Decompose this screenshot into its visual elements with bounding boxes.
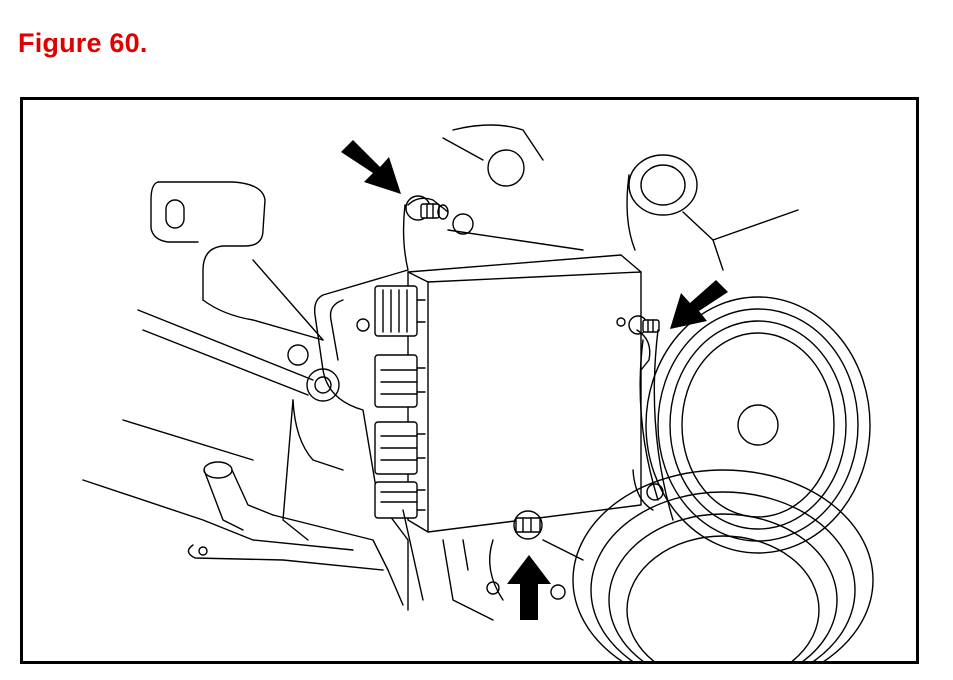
left-rods (82, 259, 354, 551)
connector-3 (374, 421, 426, 475)
callout-arrow-bottom (507, 555, 551, 620)
illustration-frame (20, 97, 919, 664)
callout-arrow-right (670, 280, 728, 329)
bolt-top (405, 195, 474, 235)
connector-2 (374, 354, 426, 408)
connector-1 (374, 285, 426, 337)
connector-4 (374, 481, 426, 519)
upper-left-bracket (150, 181, 324, 341)
mounting-bracket (282, 197, 584, 611)
pulley-lower (572, 469, 874, 661)
pulley-right (632, 296, 871, 554)
figure-title: Figure 60. (18, 28, 148, 58)
bolt-bottom (486, 510, 566, 601)
upper-boss (442, 124, 544, 187)
callout-arrow-top (341, 140, 401, 194)
upper-right-boss (626, 154, 799, 271)
lower-center-structure (442, 539, 584, 621)
lower-left-pipe (187, 461, 424, 606)
ecm-connectors (374, 285, 426, 519)
bolt-right (628, 315, 660, 335)
ecm-unit (407, 254, 651, 533)
ecm-mounting-illustration (82, 124, 874, 661)
